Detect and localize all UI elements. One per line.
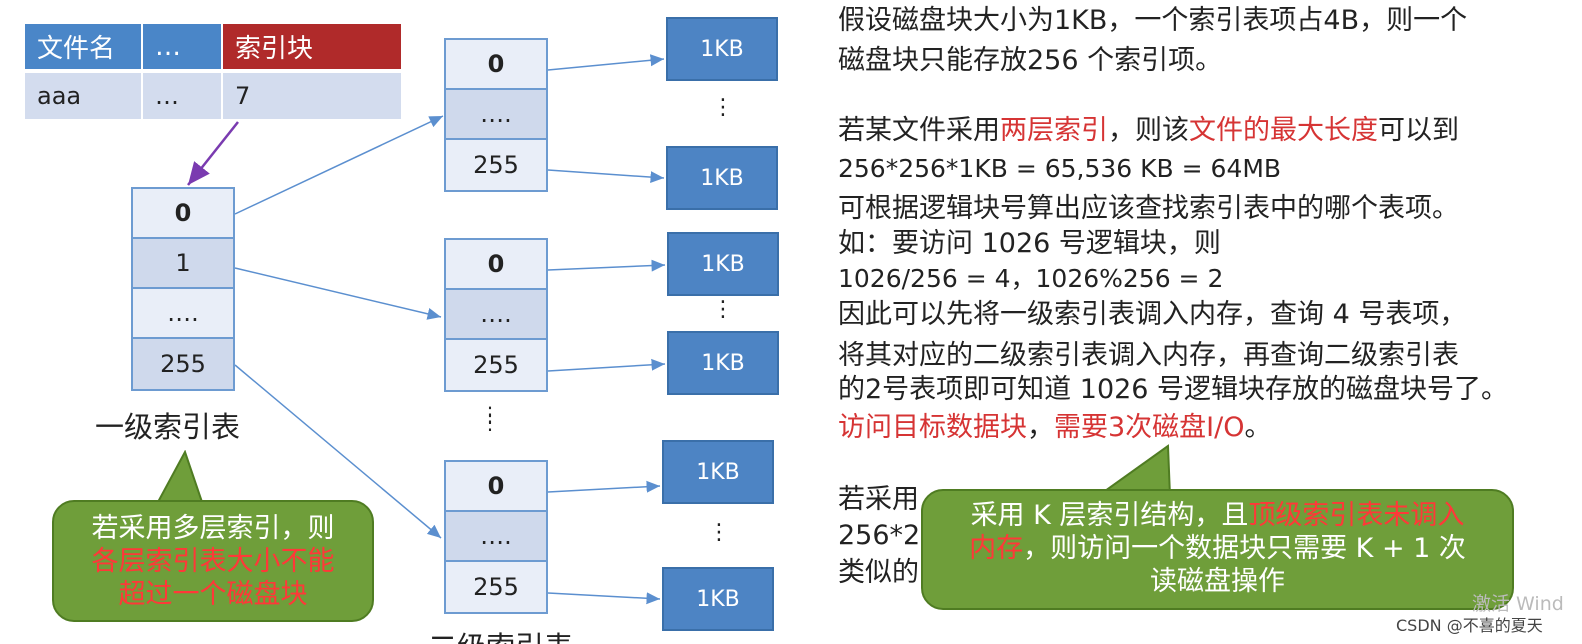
level2-t1-entry-255: 255: [446, 140, 546, 190]
text-line-10: 的2号表项即可知道 1026 号逻辑块存放的磁盘块号了。: [838, 374, 1509, 405]
data-block-ellipsis-1: ⋮: [712, 95, 734, 120]
arrow-l1-1: [234, 267, 442, 320]
arrow-l1-255: [234, 364, 442, 539]
level1-entry-ellipsis: ….: [133, 289, 233, 339]
text-line-6: 如：要访问 1026 号逻辑块，则: [838, 228, 1221, 259]
text-line-2: 磁盘块只能存放256 个索引项。: [838, 45, 1223, 76]
data-block-5: 1KB: [662, 440, 774, 504]
arrow-t3-255: [547, 592, 661, 605]
arrow-t2-0: [547, 259, 666, 272]
level1-entry-0: 0: [133, 189, 233, 239]
data-block-ellipsis-2: ⋮: [712, 297, 734, 322]
right-callout: 采用 K 层索引结构，且顶级索引表未调入 内存，则访问一个数据块只需要 K + …: [921, 489, 1514, 610]
text-line-5: 可根据逻辑块号算出应该查找索引表中的哪个表项。: [838, 193, 1459, 224]
arrow-t1-255: [547, 169, 665, 184]
directory-data-row: aaa … 7: [25, 73, 401, 119]
level2-t2-entry-ellipsis: ….: [446, 290, 546, 340]
dir-cell-ellipsis: …: [143, 73, 223, 119]
directory-header-row: 文件名 … 索引块: [25, 24, 401, 69]
left-callout: 若采用多层索引，则 各层索引表大小不能 超过一个磁盘块: [52, 500, 374, 622]
arrow-t2-255: [547, 358, 666, 372]
level2-t1-entry-0: 0: [446, 40, 546, 90]
level1-caption: 一级索引表: [95, 410, 241, 444]
arrow-t1-0: [547, 54, 665, 71]
level2-t2-entry-255: 255: [446, 340, 546, 390]
left-callout-line-1: 若采用多层索引，则: [91, 513, 335, 544]
text-line-14: 类似的: [838, 557, 919, 588]
dir-header-index-block: 索引块: [223, 24, 401, 69]
right-callout-line-2: 内存，则访问一个数据块只需要 K + 1 次: [969, 533, 1466, 564]
level2-index-table-3: 0 …. 255: [444, 460, 548, 614]
level2-index-table-1: 0 …. 255: [444, 38, 548, 192]
level2-index-table-2: 0 …. 255: [444, 238, 548, 392]
text-line-1: 假设磁盘块大小为1KB，一个索引表项占4B，则一个: [838, 5, 1468, 36]
left-callout-line-2: 各层索引表大小不能: [91, 546, 335, 577]
text-line-8: 因此可以先将一级索引表调入内存，查询 4 号表项，: [838, 299, 1467, 330]
arrow-t3-0: [547, 480, 661, 493]
text-line-4: 256*256*1KB = 65,536 KB = 64MB: [838, 154, 1282, 183]
level2-t1-entry-ellipsis: ….: [446, 90, 546, 140]
directory-table: 文件名 … 索引块 aaa … 7: [25, 24, 401, 119]
dir-header-ellipsis: …: [143, 24, 223, 69]
data-block-2: 1KB: [666, 146, 778, 210]
text-line-7: 1026/256 = 4，1026%256 = 2: [838, 264, 1224, 293]
data-block-6: 1KB: [662, 567, 774, 631]
level2-t3-entry-0: 0: [446, 462, 546, 512]
level1-index-table: 0 1 …. 255: [131, 187, 235, 391]
watermark-text: 激活 Wind: [1472, 593, 1564, 615]
level2-tables-ellipsis: ⋮⋮: [480, 402, 500, 434]
csdn-credit: CSDN @不喜的夏天: [1396, 616, 1543, 635]
left-callout-line-3: 超过一个磁盘块: [118, 579, 308, 610]
data-block-ellipsis-3: ⋮: [708, 520, 730, 545]
level2-t3-entry-ellipsis: ….: [446, 512, 546, 562]
level2-caption: 二级索引表: [428, 624, 588, 644]
data-block-4: 1KB: [667, 331, 779, 395]
data-block-3: 1KB: [667, 232, 779, 296]
right-callout-line-3: 读磁盘操作: [1150, 566, 1285, 597]
dir-header-filename: 文件名: [25, 24, 143, 69]
dir-cell-index-block: 7: [223, 73, 401, 119]
text-line-11: 访问目标数据块，需要3次磁盘I/O。: [838, 412, 1272, 443]
level1-entry-1: 1: [133, 239, 233, 289]
arrow-l1-0: [234, 115, 444, 215]
text-line-13: 256*25: [838, 520, 938, 551]
text-line-3: 若某文件采用两层索引，则该文件的最大长度可以到: [838, 115, 1459, 146]
dir-cell-filename: aaa: [25, 73, 143, 119]
level2-t2-entry-0: 0: [446, 240, 546, 290]
level1-entry-255: 255: [133, 339, 233, 389]
right-callout-line-1: 采用 K 层索引结构，且顶级索引表未调入: [970, 500, 1465, 531]
text-line-12: 若采用: [838, 484, 919, 515]
text-line-9: 将其对应的二级索引表调入内存，再查询二级索引表: [838, 340, 1459, 371]
data-block-1: 1KB: [666, 17, 778, 81]
level2-t3-entry-255: 255: [446, 562, 546, 612]
left-callout-pointer: [156, 450, 204, 503]
pointer-arrow-purple: [187, 121, 239, 186]
